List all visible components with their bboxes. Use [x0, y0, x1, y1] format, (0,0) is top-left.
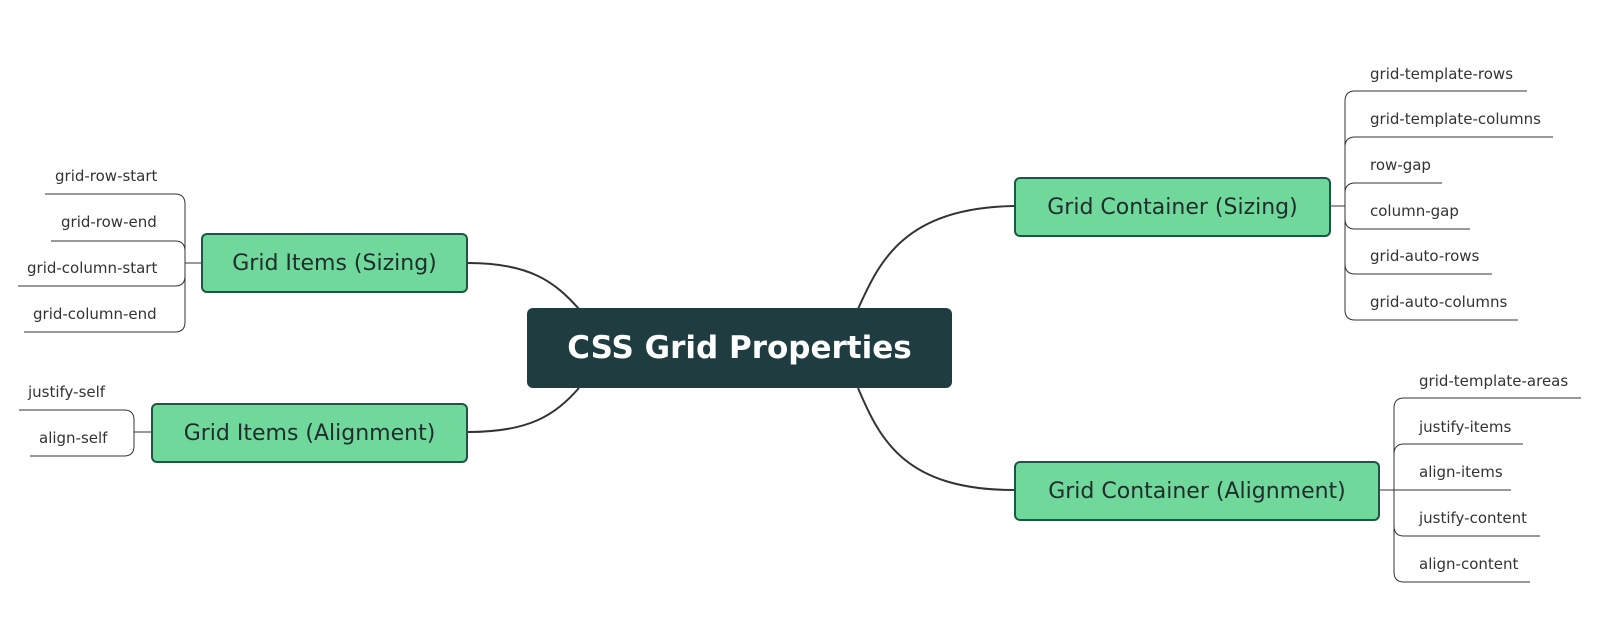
central-topic[interactable]: CSS Grid Properties [527, 308, 952, 388]
topic-grid-items-sizing[interactable]: Grid Items (Sizing) [201, 233, 468, 293]
leaf-grid-template-columns[interactable]: grid-template-columns [1370, 110, 1541, 128]
topic-label: Grid Container (Alignment) [1048, 478, 1346, 504]
leaf-grid-row-end[interactable]: grid-row-end [61, 213, 157, 231]
topic-grid-container-alignment[interactable]: Grid Container (Alignment) [1014, 461, 1380, 521]
bracket-grid-container-alignment [1380, 397, 1581, 583]
leaf-align-items[interactable]: align-items [1419, 463, 1503, 481]
leaf-row-gap[interactable]: row-gap [1370, 156, 1431, 174]
leaf-align-content[interactable]: align-content [1419, 555, 1519, 573]
leaf-column-gap[interactable]: column-gap [1370, 202, 1459, 220]
leaf-align-self[interactable]: align-self [39, 429, 108, 447]
leaf-justify-items[interactable]: justify-items [1419, 418, 1512, 436]
leaf-grid-auto-rows[interactable]: grid-auto-rows [1370, 247, 1480, 265]
topic-label: Grid Items (Alignment) [183, 420, 436, 446]
leaf-grid-template-rows[interactable]: grid-template-rows [1370, 65, 1514, 83]
bracket-grid-items-sizing [18, 193, 201, 333]
bracket-grid-container-sizing [1331, 90, 1553, 321]
connector-central-to-grid-items-sizing [467, 262, 580, 310]
leaf-justify-content[interactable]: justify-content [1419, 509, 1528, 527]
leaf-justify-self[interactable]: justify-self [28, 383, 106, 401]
connector-central-to-grid-container-sizing [857, 205, 1015, 310]
leaf-grid-column-start[interactable]: grid-column-start [27, 259, 158, 277]
topic-grid-items-alignment[interactable]: Grid Items (Alignment) [151, 403, 468, 463]
connector-central-to-grid-items-alignment [467, 387, 580, 433]
topic-grid-container-sizing[interactable]: Grid Container (Sizing) [1014, 177, 1331, 237]
topic-label: Grid Items (Sizing) [232, 250, 437, 276]
leaf-grid-row-start[interactable]: grid-row-start [55, 167, 158, 185]
leaf-grid-column-end[interactable]: grid-column-end [33, 305, 157, 323]
bracket-grid-items-alignment [19, 409, 151, 457]
connector-central-to-grid-container-alignment [857, 387, 1015, 491]
leaf-grid-template-areas[interactable]: grid-template-areas [1419, 372, 1569, 390]
central-topic-label: CSS Grid Properties [567, 330, 912, 366]
leaf-grid-auto-columns[interactable]: grid-auto-columns [1370, 293, 1508, 311]
topic-label: Grid Container (Sizing) [1047, 194, 1298, 220]
